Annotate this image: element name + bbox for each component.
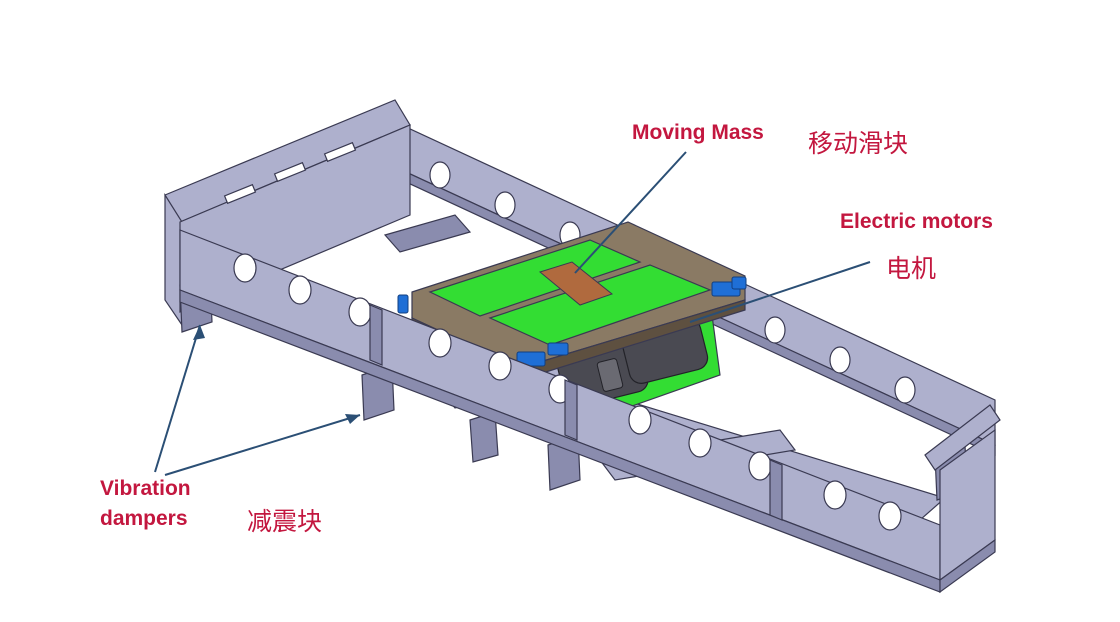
electric-motors-label-zh: 电机 bbox=[886, 255, 937, 283]
right-end-frame bbox=[924, 404, 1001, 594]
damper-leader-left bbox=[154, 324, 201, 473]
bumpers bbox=[397, 276, 747, 367]
front-side-rail bbox=[179, 229, 941, 593]
moving-mass-label-zh: 移动滑块 bbox=[808, 130, 909, 158]
leader-lines bbox=[154, 151, 871, 476]
moving-mass-leader bbox=[574, 151, 687, 274]
vibration-dampers-label-zh: 减震块 bbox=[247, 508, 323, 536]
electric-motors-leader bbox=[689, 261, 871, 323]
moving-mass-label: Moving Mass bbox=[632, 121, 764, 144]
vibration-dampers-label-line2: dampers bbox=[100, 507, 188, 530]
electric-motors-label: Electric motors bbox=[840, 210, 993, 233]
damper-leader-right bbox=[164, 414, 361, 476]
vibration-dampers-label-line1: Vibration bbox=[100, 477, 191, 500]
